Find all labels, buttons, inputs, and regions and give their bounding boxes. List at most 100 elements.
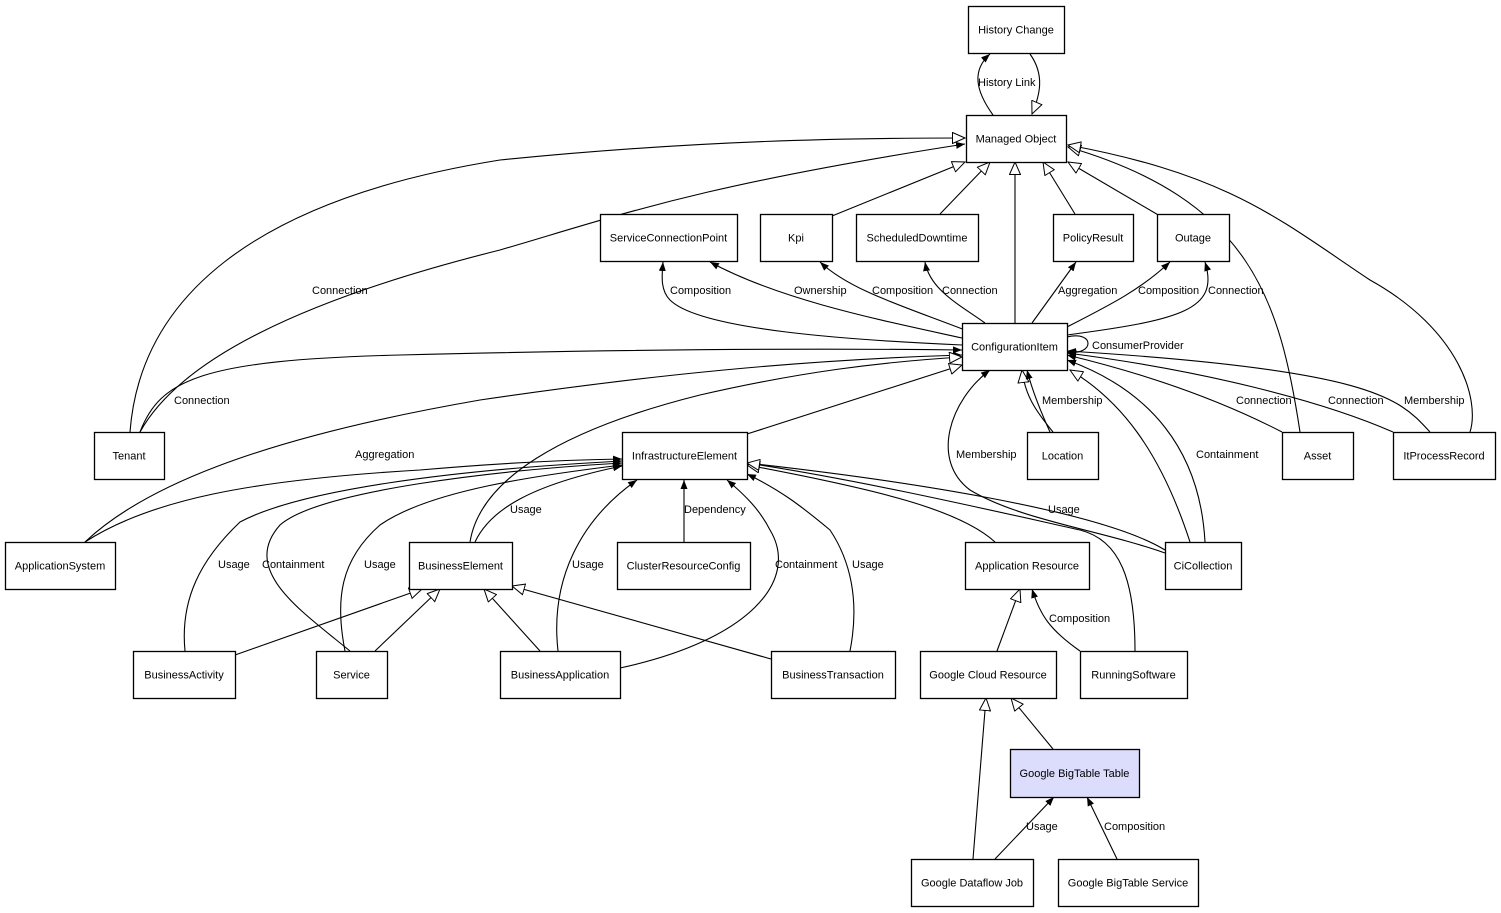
node-infrastructure-element[interactable]: InfrastructureElement xyxy=(621,431,749,481)
node-asset[interactable]: Asset xyxy=(1281,431,1355,481)
edge-service-to-business-element xyxy=(374,589,440,652)
node-it-process-record[interactable]: ItProcessRecord xyxy=(1392,431,1497,481)
edge-configuration-item-to-outage xyxy=(1066,261,1212,336)
node-box[interactable] xyxy=(4,541,117,591)
node-scheduled-downtime[interactable]: ScheduledDowntime xyxy=(855,213,980,263)
node-box[interactable] xyxy=(1079,650,1189,700)
inheritance-arrow xyxy=(939,162,990,215)
edge-configuration-item-to-policy-result xyxy=(1031,261,1077,324)
edge-kpi-to-managed-object xyxy=(831,162,965,217)
association-arrow xyxy=(619,479,779,669)
association-arrow xyxy=(1086,796,1118,860)
edge-label: Usage xyxy=(364,559,396,571)
edge-business-application-to-infrastructure-element xyxy=(556,479,638,652)
node-box[interactable] xyxy=(315,650,389,700)
node-box[interactable] xyxy=(408,541,514,591)
edge-label: Usage xyxy=(572,559,604,571)
inheritance-arrow xyxy=(996,589,1020,652)
association-arrow xyxy=(556,479,638,652)
edge-label: Usage xyxy=(1026,821,1058,833)
node-label: Service xyxy=(333,669,370,681)
edge-google-cloud-resource-to-application-resource xyxy=(996,589,1020,652)
node-box[interactable] xyxy=(621,431,749,481)
node-application-system[interactable]: ApplicationSystem xyxy=(4,541,117,591)
association-arrow xyxy=(709,261,963,339)
node-box[interactable] xyxy=(616,541,752,591)
node-box[interactable] xyxy=(1052,213,1135,263)
edge-policy-result-to-managed-object xyxy=(1043,162,1076,215)
node-label: ItProcessRecord xyxy=(1403,450,1484,462)
node-history-change[interactable]: History Change xyxy=(967,5,1066,55)
node-box[interactable] xyxy=(964,541,1091,591)
node-running-software[interactable]: RunningSoftware xyxy=(1079,650,1189,700)
node-box[interactable] xyxy=(855,213,980,263)
edge-it-process-record-to-managed-object xyxy=(1068,145,1473,433)
node-location[interactable]: Location xyxy=(1026,431,1100,481)
edge-service-to-infrastructure-element xyxy=(266,460,623,652)
association-arrow xyxy=(658,261,963,346)
edge-application-system-to-infrastructure-element xyxy=(84,455,623,543)
edge-label: Connection xyxy=(1236,395,1292,407)
node-google-bigtable-table[interactable]: Google BigTable Table xyxy=(1009,748,1141,799)
node-business-element[interactable]: BusinessElement xyxy=(408,541,514,591)
node-box[interactable] xyxy=(759,213,834,263)
node-box[interactable] xyxy=(132,650,237,700)
association-arrow xyxy=(1066,348,1431,433)
inheritance-arrow xyxy=(1011,698,1054,750)
edge-label: Aggregation xyxy=(355,449,414,461)
node-box[interactable] xyxy=(919,650,1058,700)
node-service-connection-point[interactable]: ServiceConnectionPoint xyxy=(599,213,739,263)
node-service[interactable]: Service xyxy=(315,650,389,700)
node-box[interactable] xyxy=(599,213,739,263)
node-label: Kpi xyxy=(788,232,804,244)
node-configuration-item[interactable]: ConfigurationItem xyxy=(961,322,1069,372)
association-arrow xyxy=(139,346,963,433)
node-google-dataflow-job[interactable]: Google Dataflow Job xyxy=(910,858,1035,908)
edge-label: Composition xyxy=(1138,285,1199,297)
node-box[interactable] xyxy=(1009,748,1141,799)
node-business-transaction[interactable]: BusinessTransaction xyxy=(770,650,897,700)
node-box[interactable] xyxy=(499,650,622,700)
inheritance-arrow xyxy=(484,589,541,652)
node-box[interactable] xyxy=(965,114,1068,164)
node-box[interactable] xyxy=(967,5,1066,55)
node-box[interactable] xyxy=(910,858,1035,908)
node-tenant[interactable]: Tenant xyxy=(93,431,166,481)
node-business-activity[interactable]: BusinessActivity xyxy=(132,650,237,700)
node-label: BusinessElement xyxy=(418,560,503,572)
node-box[interactable] xyxy=(1057,858,1200,908)
node-google-cloud-resource[interactable]: Google Cloud Resource xyxy=(919,650,1058,700)
node-managed-object[interactable]: Managed Object xyxy=(965,114,1068,164)
association-arrow xyxy=(947,369,1166,554)
edge-history-change-to-managed-object xyxy=(1029,53,1040,114)
node-outage[interactable]: Outage xyxy=(1156,213,1231,263)
node-business-application[interactable]: BusinessApplication xyxy=(499,650,622,700)
node-box[interactable] xyxy=(961,322,1069,372)
edge-label: Connection xyxy=(174,395,230,407)
node-box[interactable] xyxy=(1156,213,1231,263)
association-arrow xyxy=(746,473,855,652)
inheritance-arrow xyxy=(512,586,772,660)
association-arrow xyxy=(183,457,623,652)
node-label: Managed Object xyxy=(976,133,1057,145)
node-ci-collection[interactable]: CiCollection xyxy=(1164,541,1243,591)
node-box[interactable] xyxy=(770,650,897,700)
node-google-bigtable-service[interactable]: Google BigTable Service xyxy=(1057,858,1200,908)
node-box[interactable] xyxy=(1281,431,1355,481)
node-kpi[interactable]: Kpi xyxy=(759,213,834,263)
association-arrow xyxy=(266,460,623,652)
edge-business-transaction-to-business-element xyxy=(512,586,772,660)
association-arrow xyxy=(340,462,623,652)
node-application-resource[interactable]: Application Resource xyxy=(964,541,1091,591)
node-policy-result[interactable]: PolicyResult xyxy=(1052,213,1135,263)
node-box[interactable] xyxy=(1392,431,1497,481)
node-box[interactable] xyxy=(1164,541,1243,591)
node-cluster-resource-config[interactable]: ClusterResourceConfig xyxy=(616,541,752,591)
association-arrow xyxy=(819,261,966,331)
edge-label: Membership xyxy=(1042,395,1103,407)
node-box[interactable] xyxy=(93,431,166,481)
node-box[interactable] xyxy=(1026,431,1100,481)
edge-label: Containment xyxy=(1196,449,1258,461)
inheritance-arrow xyxy=(374,589,440,652)
edge-label: Composition xyxy=(670,285,731,297)
